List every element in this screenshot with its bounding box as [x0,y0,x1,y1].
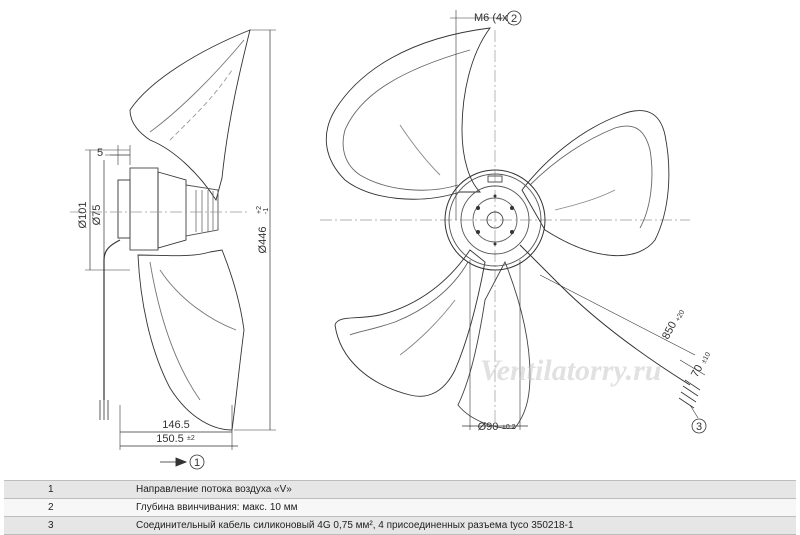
svg-text:3: 3 [696,421,702,433]
legend-number: 3 [4,516,128,535]
legend-row: 3 Соединительный кабель силиконовый 4G 0… [4,516,796,535]
dim-cable-70-tol: ±10 [701,351,713,365]
dim-d446-tol-minus: -1 [263,208,270,214]
callout-1: 1 [189,454,205,470]
side-upper-blade [129,29,251,202]
front-cable-exit [519,244,691,386]
front-blade-bottom-right [457,260,531,429]
dim-cable-850-tol: +20 [675,309,687,323]
technical-drawing: Ø101 Ø75 5 Ø446 +2 -1 146.5 150.5 ±2 1 [70,10,713,470]
svg-text:1: 1 [194,457,200,469]
callout-2: 2 [506,10,522,26]
dim-thread-m6: M6 (4x) [474,12,511,24]
dim-hub-d90: Ø90 [478,421,499,433]
front-hub-outer [444,169,546,271]
dim-150-5: 150.5 [156,433,184,445]
legend-row: 1 Направление потока воздуха «V» [4,480,796,499]
dim-d446: Ø446 [257,227,269,254]
front-blade-top-right [521,110,670,257]
front-view [320,10,706,430]
legend-number: 2 [4,498,128,517]
legend-text: Соединительный кабель силиконовый 4G 0,7… [128,516,796,535]
legend-row: 2 Глубина ввинчивания: макс. 10 мм [4,498,796,517]
dim-d75: Ø75 [91,205,103,226]
legend-table: 1 Направление потока воздуха «V» 2 Глуби… [4,480,796,535]
svg-text:2: 2 [511,13,517,25]
legend-text: Глубина ввинчивания: макс. 10 мм [128,498,796,517]
legend-text: Направление потока воздуха «V» [128,480,796,499]
dim-5: 5 [97,147,103,159]
dim-cable-70: 70 [689,363,705,379]
side-view [70,29,276,467]
dim-146-5: 146.5 [162,419,190,431]
dim-d101: Ø101 [77,202,89,229]
front-blade-bottom-left [334,249,486,397]
front-blade-top-left [325,27,491,200]
dim-d446-tol-plus: +2 [256,206,263,214]
side-cable [103,239,121,400]
side-lower-blade [137,249,245,431]
side-motor-rotor [117,179,131,239]
dim-hub-d90-tol: ±0.2 [502,424,516,431]
dim-cable-850: 850 [660,320,679,342]
dim-150-5-tol: ±2 [187,435,195,442]
legend-number: 1 [4,480,128,499]
callout-3: 3 [691,418,707,434]
watermark: Ventilatorry.ru [480,354,661,387]
